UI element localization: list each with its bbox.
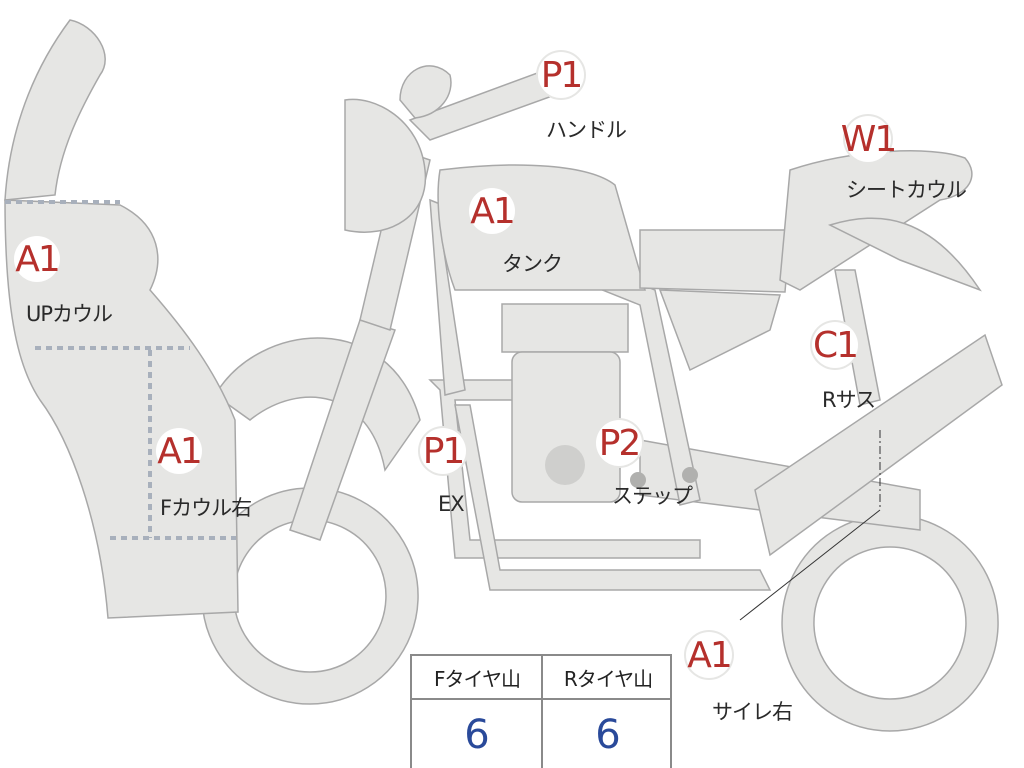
handle-label: ハンドル — [546, 118, 627, 142]
f-cowl-r-code-badge: A1 — [156, 428, 203, 474]
handle-code-badge: P1 — [538, 52, 584, 98]
mirror — [399, 65, 452, 119]
r-sus-label: Rサス — [822, 388, 876, 412]
rear-tire-header: Rタイヤ山 — [563, 666, 653, 691]
tank-code-badge: A1 — [469, 188, 516, 234]
r-sus-code-badge: C1 — [812, 322, 859, 368]
rear-tire-value: 6 — [595, 712, 621, 758]
silencer — [754, 333, 1003, 557]
engine-cover — [545, 445, 585, 485]
tail — [827, 217, 982, 292]
silencer-r-label: サイレ右 — [712, 700, 793, 724]
front-cowl-lower — [4, 199, 239, 619]
exhaust-pipe-lower — [454, 404, 772, 591]
step-peg — [630, 472, 646, 488]
seat-cowl-code-badge: W1 — [841, 116, 897, 162]
silencer-leader — [739, 509, 881, 621]
ex-code-badge: P1 — [420, 428, 466, 474]
front-tire-header: Fタイヤ山 — [434, 666, 521, 691]
step-peg-2 — [682, 467, 698, 483]
front-cowl — [4, 19, 106, 201]
f-cowl-r-label: Fカウル右 — [160, 496, 252, 520]
silencer-r-code-badge: A1 — [686, 632, 733, 678]
headlight — [344, 98, 427, 233]
engine-head — [501, 303, 629, 353]
front-tire-value: 6 — [464, 712, 490, 758]
seat — [639, 229, 791, 293]
up-cowl-code-badge: A1 — [14, 236, 61, 282]
table-divider-v — [541, 656, 543, 768]
tire-tread-table: Fタイヤ山 Rタイヤ山 6 6 — [410, 654, 672, 768]
seat-cowl-label: シートカウル — [846, 178, 967, 202]
side-cover — [658, 289, 781, 372]
tank-label: タンク — [502, 252, 563, 276]
rear-wheel — [781, 514, 999, 732]
step-code-badge: P2 — [596, 420, 642, 466]
up-cowl-label: UPカウル — [26, 302, 113, 326]
step-label: ステップ — [612, 484, 693, 508]
ex-label: EX — [438, 492, 465, 516]
